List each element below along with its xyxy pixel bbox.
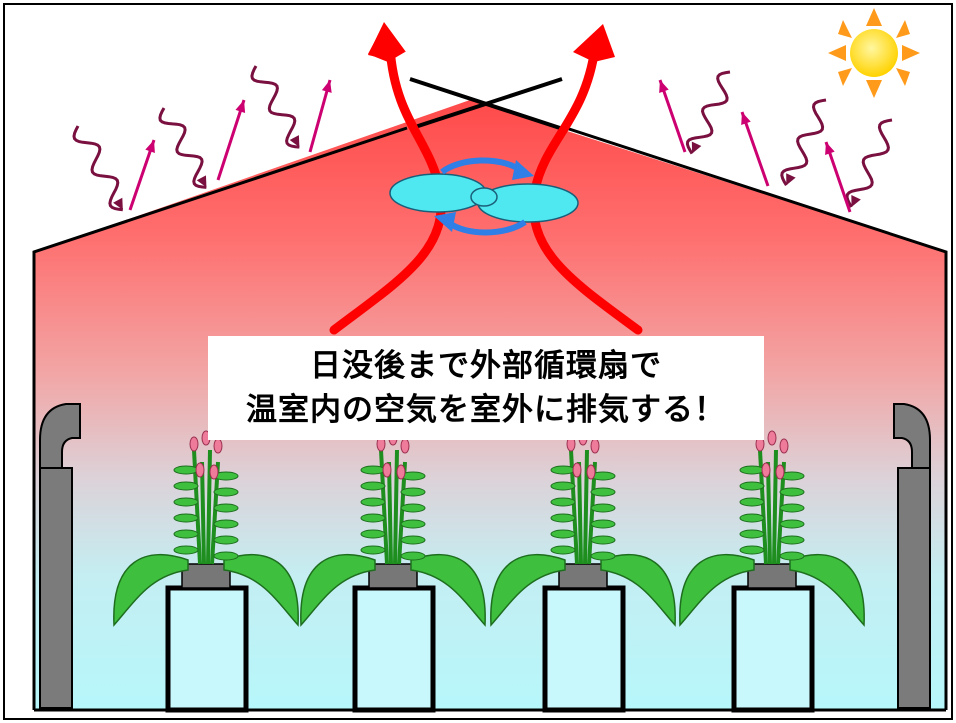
caption-line-1: 日没後まで外部循環扇で xyxy=(310,348,662,384)
plants-group xyxy=(113,430,865,713)
radiation-arrow-icon xyxy=(740,111,770,187)
radiation-wave-icon xyxy=(72,125,123,212)
radiation-arrow-icon xyxy=(216,99,246,181)
radiation-arrow-icon xyxy=(308,79,332,153)
radiation-arrow-icon xyxy=(658,79,687,153)
plant-icon xyxy=(113,430,299,713)
sun-icon xyxy=(828,8,920,98)
caption-box: 日没後まで外部循環扇で 温室内の空気を室外に排気する！ xyxy=(208,336,764,440)
caption-line-2: 温室内の空気を室外に排気する！ xyxy=(246,392,726,428)
greenhouse-left-wall xyxy=(32,126,408,710)
greenhouse-right-wall xyxy=(565,126,948,710)
plant-icon xyxy=(679,430,865,713)
radiation-group xyxy=(72,65,893,213)
radiation-wave-icon xyxy=(685,70,731,155)
plant-icon xyxy=(300,430,486,713)
heater-duct-icon xyxy=(893,403,931,709)
radiation-wave-icon xyxy=(780,98,827,186)
plant-icon xyxy=(490,430,676,713)
radiation-wave-icon xyxy=(845,118,893,208)
circulation-fan-icon xyxy=(389,157,579,236)
roof-vent-right xyxy=(411,77,563,130)
heater-duct-icon xyxy=(39,403,81,709)
radiation-wave-icon xyxy=(158,107,207,189)
radiation-arrow-icon xyxy=(824,141,852,213)
radiation-wave-icon xyxy=(250,65,300,149)
radiation-arrow-icon xyxy=(128,139,156,211)
